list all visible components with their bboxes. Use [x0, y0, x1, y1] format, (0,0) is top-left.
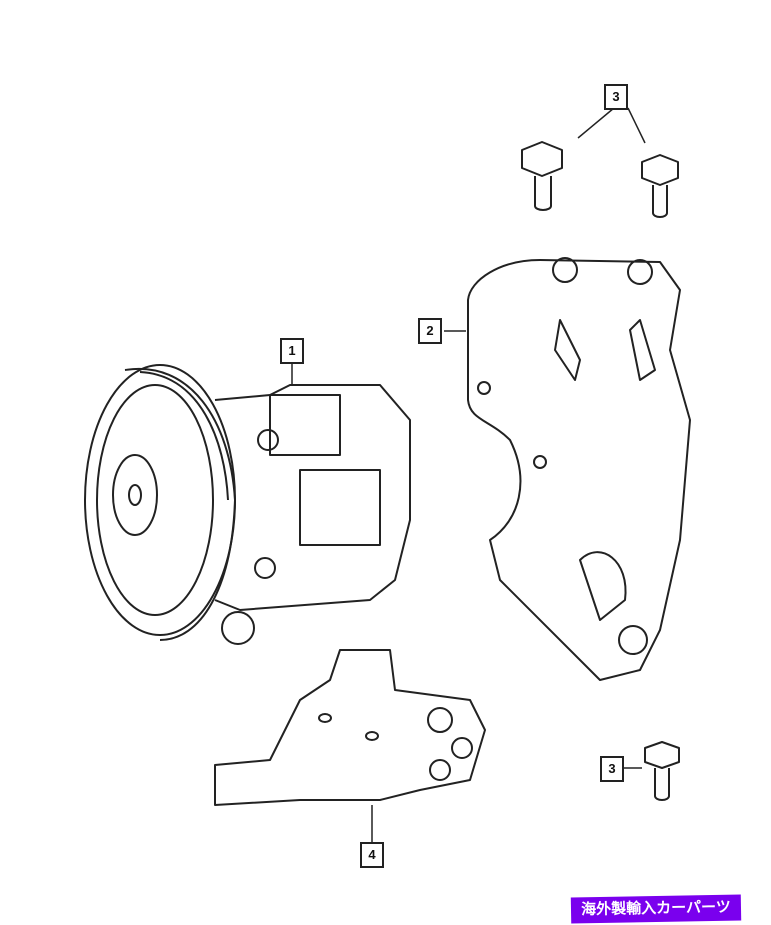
callout-2: 2	[418, 318, 442, 344]
heat-shield	[214, 649, 486, 806]
callout-3-top: 3	[604, 84, 628, 110]
power-steering-pump	[84, 364, 411, 645]
bracket	[467, 257, 691, 681]
leader-lines	[291, 107, 646, 842]
bolt-top-right	[641, 154, 679, 218]
callout-3-bottom: 3	[600, 756, 624, 782]
callout-1: 1	[280, 338, 304, 364]
watermark-banner: 海外製輸入カーパーツ	[570, 894, 742, 924]
bolt-top-left	[521, 141, 563, 211]
bolt-bottom-right	[644, 741, 680, 801]
callout-4: 4	[360, 842, 384, 868]
